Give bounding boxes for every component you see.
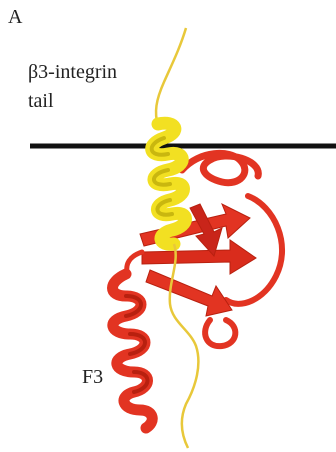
f3-loop-top — [182, 153, 258, 182]
f3-helix — [113, 274, 153, 428]
f3-strand-3 — [146, 270, 232, 316]
f3-loop-bottom — [205, 320, 235, 346]
tail-helix — [152, 123, 186, 244]
tail-coil-top — [156, 28, 186, 126]
tail-coil-bottom — [170, 244, 199, 448]
f3-domain-label: F3 — [82, 366, 103, 389]
